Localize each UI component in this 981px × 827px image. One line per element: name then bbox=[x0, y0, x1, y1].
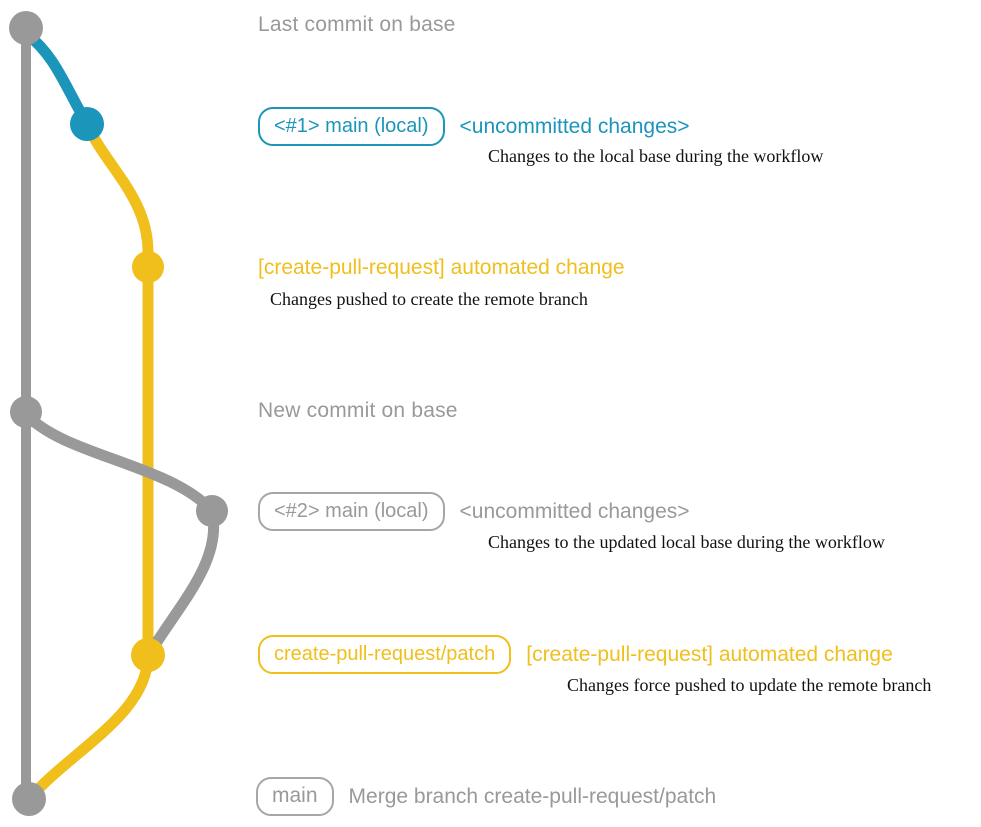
commit-dot-patch-2 bbox=[131, 638, 165, 672]
merge-commit-message: Merge branch create-pull-request/patch bbox=[348, 784, 717, 808]
commit-dot-local-main-1 bbox=[70, 107, 104, 141]
branch-label-main: main bbox=[256, 777, 334, 816]
new-commit-label: New commit on base bbox=[258, 399, 458, 422]
commit-dot-merge bbox=[12, 782, 46, 816]
branch-label-patch: create-pull-request/patch bbox=[258, 635, 512, 674]
branch-label-local-main-1: <#1> main (local) bbox=[258, 107, 445, 146]
commit-dot-new-base bbox=[10, 396, 42, 428]
local-main-2-row: <#2> main (local) <uncommitted changes> bbox=[258, 492, 690, 531]
merge-row: main Merge branch create-pull-request/pa… bbox=[256, 777, 716, 816]
local-main-1-row: <#1> main (local) <uncommitted changes> bbox=[258, 107, 690, 146]
uncommitted-changes-2: <uncommitted changes> bbox=[459, 499, 690, 523]
commit-dot-last-base bbox=[9, 11, 43, 45]
branch-label-local-main-2: <#2> main (local) bbox=[258, 492, 445, 531]
automated-change-1-title: [create-pull-request] automated change bbox=[258, 256, 625, 279]
patch-branch-row: create-pull-request/patch [create-pull-r… bbox=[258, 635, 893, 674]
last-commit-label: Last commit on base bbox=[258, 13, 456, 36]
uncommitted-changes-1: <uncommitted changes> bbox=[459, 114, 690, 138]
base-update-segment bbox=[20, 408, 218, 517]
automated-change-2-description: Changes force pushed to update the remot… bbox=[567, 675, 932, 695]
local-main-1-description: Changes to the local base during the wor… bbox=[488, 146, 824, 166]
commit-dot-patch-1 bbox=[132, 251, 164, 283]
commit-dot-local-main-2 bbox=[196, 495, 228, 527]
automated-change-2-title: [create-pull-request] automated change bbox=[526, 642, 893, 666]
rebase-segment bbox=[144, 505, 220, 659]
local-main-2-description: Changes to the updated local base during… bbox=[488, 532, 885, 552]
automated-change-1-description: Changes pushed to create the remote bran… bbox=[270, 289, 588, 309]
local-main-branch-segment bbox=[21, 28, 92, 128]
